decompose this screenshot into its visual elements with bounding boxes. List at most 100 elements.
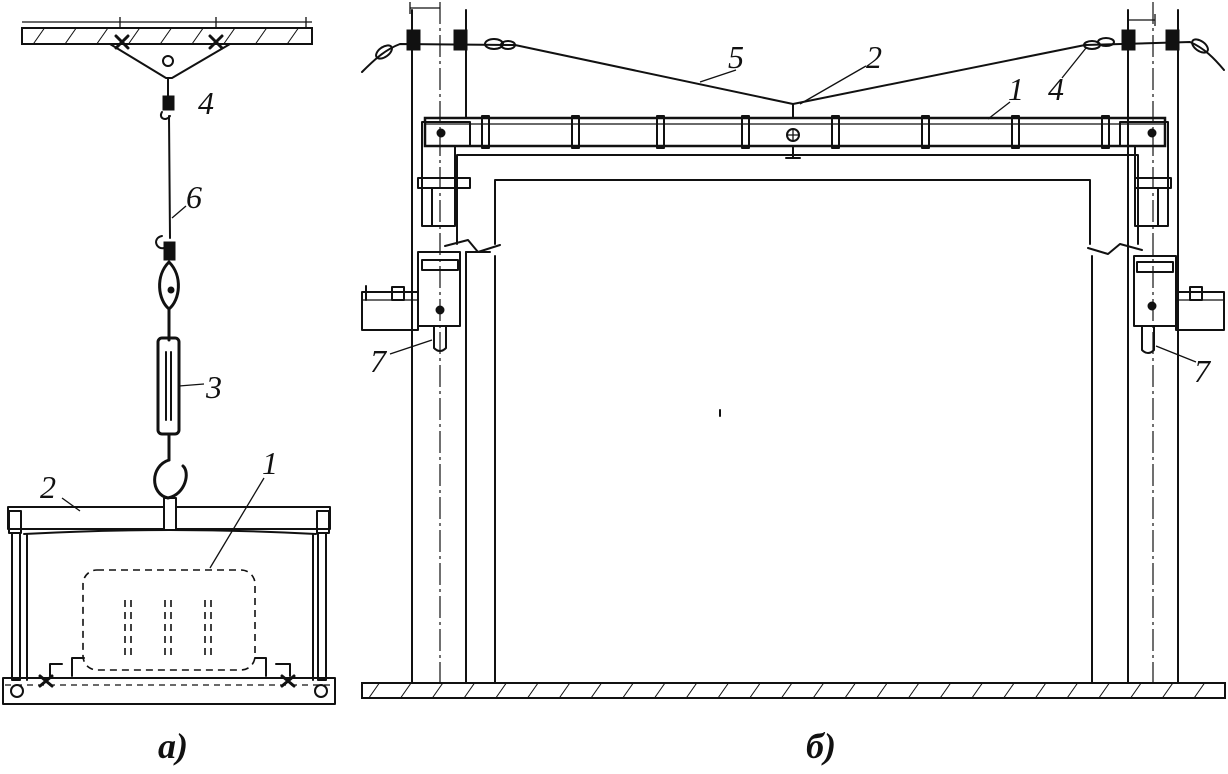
rope-6 — [168, 115, 171, 239]
label-2: 2 — [866, 39, 882, 75]
bracket-plate — [1134, 177, 1172, 189]
bracket-bolt — [114, 34, 130, 50]
label-7-left: 7 — [370, 343, 388, 379]
lower-bracket-left — [361, 251, 461, 352]
label-6: 6 — [186, 179, 202, 215]
label-2: 2 — [40, 469, 56, 505]
cable-clamp — [1165, 29, 1180, 51]
leader-2 — [799, 65, 867, 105]
bracket-plate — [1136, 261, 1174, 273]
caption-b: б) — [806, 726, 836, 766]
leader-2 — [61, 497, 81, 512]
cable-left-end — [361, 43, 516, 73]
cable-5 — [514, 44, 1086, 105]
ceiling-bracket — [109, 34, 231, 79]
label-7-right: 7 — [1194, 353, 1212, 389]
base-bolt-cross — [38, 674, 54, 688]
rope-clamp-4 — [162, 95, 175, 111]
leader-5 — [699, 69, 737, 83]
pin-7-right — [1141, 325, 1155, 354]
cable-thimble — [484, 38, 504, 50]
label-1: 1 — [1008, 71, 1024, 107]
center-bolt-cross — [787, 129, 799, 141]
floor-slab — [361, 682, 1226, 699]
bracket-bolt — [1147, 128, 1157, 138]
bracket-plate — [421, 259, 459, 271]
bracket-body — [421, 121, 471, 227]
break-line-left — [444, 239, 501, 253]
leader-4 — [1061, 47, 1087, 79]
top-beam — [423, 115, 1167, 159]
suspension-assembly — [153, 77, 188, 531]
beam-right-part — [175, 506, 331, 530]
base-plate — [2, 674, 336, 705]
cable-thimble — [1191, 38, 1209, 54]
cable-clamp — [1121, 29, 1136, 51]
bracket-eye — [162, 55, 174, 67]
rope-clamp — [163, 241, 176, 261]
lower-bracket-right — [1133, 255, 1225, 354]
leader-1 — [987, 101, 1011, 120]
bracket-body — [1133, 255, 1177, 327]
cable-clamp — [406, 29, 421, 51]
base-plate-body — [2, 677, 336, 705]
beam-left-part — [7, 506, 165, 530]
portal-outer-edge — [456, 154, 1139, 245]
fixing-lug-right — [254, 657, 291, 677]
label-5: 5 — [728, 39, 744, 75]
label-3: 3 — [205, 369, 222, 405]
label-1: 1 — [262, 445, 278, 481]
cable-clamp — [453, 29, 468, 51]
break-line-right — [1087, 243, 1143, 255]
base-bolt — [10, 684, 24, 698]
portal-inner-edge — [494, 179, 1091, 245]
vertical-rod-left — [11, 532, 21, 681]
hook-shank — [163, 497, 177, 531]
shackle-pin — [167, 286, 175, 294]
cable-system — [361, 29, 1225, 119]
cable-thimble — [1097, 37, 1115, 47]
cable-thimble — [375, 44, 393, 60]
column-right — [1091, 2, 1179, 684]
label-4: 4 — [198, 85, 214, 121]
beam-stiffener — [571, 115, 580, 149]
corner-bracket-right — [1119, 121, 1172, 227]
ceiling-hatched-slab — [21, 27, 313, 45]
unit-top-edge — [23, 529, 317, 535]
equipment-outline-1 — [82, 569, 256, 671]
beam-stiffener — [656, 115, 665, 149]
center-bolt-stem — [785, 145, 801, 159]
figure-b: 5 2 1 4 7 7 б) — [361, 2, 1226, 766]
support-arm-lug — [1189, 286, 1203, 301]
bracket-bolt — [435, 305, 445, 315]
support-arm — [1175, 291, 1225, 331]
leader-1 — [209, 477, 265, 569]
bracket-plate — [109, 43, 231, 79]
beam-stiffener — [1101, 115, 1110, 149]
portal-frame — [444, 154, 1143, 255]
beam-stiffener — [741, 115, 750, 149]
lifted-unit — [23, 529, 317, 681]
leader-7-right — [1155, 345, 1197, 363]
beam-stiffener — [481, 115, 490, 149]
corner-bracket-left — [417, 121, 471, 227]
support-arm — [361, 291, 419, 331]
label-4: 4 — [1048, 71, 1064, 107]
bracket-bolt — [1147, 301, 1157, 311]
rope-hook — [155, 235, 165, 250]
cable-thimble — [500, 40, 516, 50]
leader-6 — [171, 205, 187, 219]
bracket-body — [417, 251, 461, 327]
figure-a: 4 6 3 2 1 а) — [2, 17, 336, 766]
base-bolt-cross — [280, 674, 296, 688]
bracket-bolt — [436, 128, 446, 138]
fixing-lug-left — [49, 657, 85, 677]
vertical-rod-right — [317, 532, 327, 681]
beam-stiffener — [831, 115, 840, 149]
leader-7-left — [389, 339, 433, 355]
beam-stiffener — [921, 115, 930, 149]
support-arm-lug — [391, 286, 405, 301]
turnbuckle-3 — [156, 336, 181, 436]
leader-3 — [178, 383, 205, 387]
